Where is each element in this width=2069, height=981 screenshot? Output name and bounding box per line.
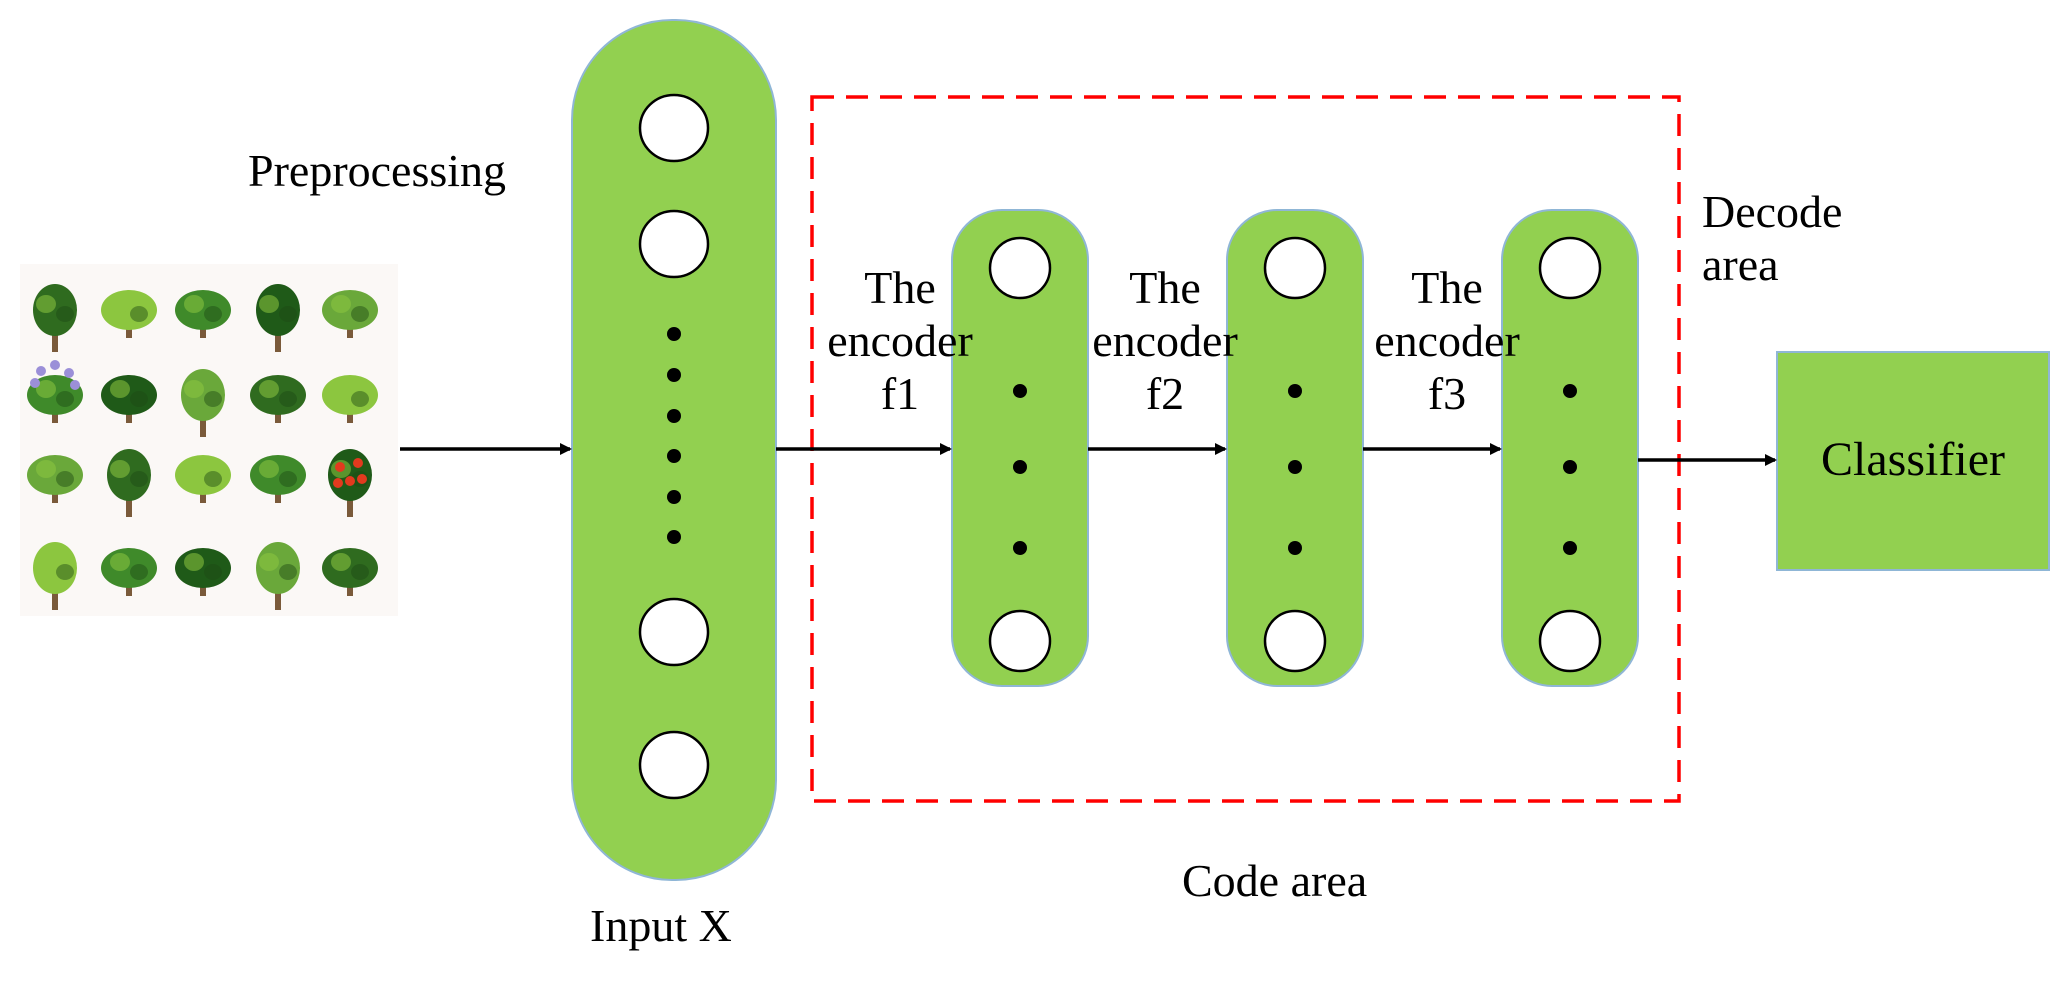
plant-thumbnail-icon: [256, 284, 300, 352]
encoder-label-line: f3: [1427, 367, 1467, 419]
ellipsis-dots-icon: [667, 327, 681, 341]
plant-thumbnail-icon: [175, 548, 231, 596]
ellipsis-dots-icon: [667, 368, 681, 382]
neuron-icon: [1263, 236, 1327, 300]
preprocessing-label: Preprocessing: [248, 145, 507, 196]
plant-thumbnail-icon: [256, 542, 300, 610]
encoder-layer-3: [1501, 209, 1639, 687]
plant-thumbnail-icon: [181, 369, 225, 437]
decode-area-label: Decode area: [1702, 186, 1842, 292]
encoder-label-line: encoder: [827, 314, 973, 366]
plant-thumbnail-icon: [322, 375, 378, 423]
plant-thumbnail-icon: [101, 375, 157, 423]
plant-thumbnail-icon: [27, 360, 83, 423]
neuron-icon: [1263, 609, 1327, 673]
plant-thumbnail-icon: [101, 290, 157, 338]
neuron-icon: [638, 597, 710, 667]
encoder-label-line: f2: [1145, 367, 1185, 419]
encoder-label-line: encoder: [1374, 314, 1520, 366]
plant-thumbnail-icon: [250, 455, 306, 503]
encoder-label-line: encoder: [1092, 314, 1238, 366]
neuron-icon: [1538, 236, 1602, 300]
ellipsis-dots-icon: [1563, 541, 1577, 555]
ellipsis-dots-icon: [1013, 384, 1027, 398]
input-layer-neurons: [638, 93, 710, 800]
neuron-icon: [988, 609, 1052, 673]
neuron-icon: [638, 209, 710, 279]
ellipsis-dots-icon: [667, 530, 681, 544]
neuron-icon: [988, 236, 1052, 300]
decode-area-line: area: [1702, 238, 1779, 290]
ellipsis-dots-icon: [1013, 460, 1027, 474]
plant-thumbnail-icon: [175, 290, 231, 338]
encoder-label-line: f1: [880, 367, 920, 419]
ellipsis-dots-icon: [1563, 460, 1577, 474]
neuron-icon: [1538, 609, 1602, 673]
plant-thumbnail-icon: [322, 290, 378, 338]
encoder-label-line: The: [864, 262, 936, 313]
encoder-label-f1: The encoder f1: [815, 262, 985, 421]
decode-area-line: Decode: [1702, 186, 1843, 237]
classifier-box: [1776, 351, 2050, 571]
encoder-label-f2: The encoder f2: [1080, 262, 1250, 421]
plant-thumbnail-icon: [27, 455, 83, 503]
ellipsis-dots-icon: [1288, 541, 1302, 555]
ellipsis-dots-icon: [1288, 384, 1302, 398]
encoder-label-f3: The encoder f3: [1362, 262, 1532, 421]
code-area-label: Code area: [1182, 855, 1368, 906]
ellipsis-dots-icon: [1013, 541, 1027, 555]
ellipsis-dots-icon: [1288, 460, 1302, 474]
neuron-icon: [638, 730, 710, 800]
plant-thumbnail-icon: [250, 375, 306, 423]
plant-thumbnail-icon: [33, 284, 77, 352]
ellipsis-dots-icon: [1563, 384, 1577, 398]
neuron-icon: [638, 93, 710, 163]
plant-thumbnail-icon: [101, 548, 157, 596]
plant-thumbnail-icon: [33, 542, 77, 610]
plant-thumbnail-icon: [107, 449, 151, 517]
plant-thumbnail-icon: [322, 548, 378, 596]
plant-image-grid: [20, 264, 398, 616]
plant-thumbnail-icon: [175, 455, 231, 503]
input-x-label: Input X: [590, 900, 732, 951]
ellipsis-dots-icon: [667, 449, 681, 463]
encoder-neurons: [988, 236, 1602, 673]
encoder-label-line: The: [1411, 262, 1483, 313]
classifier-label: Classifier: [1821, 433, 2005, 486]
plant-thumbnail-icon: [328, 449, 372, 517]
ellipsis-dots-icon: [667, 490, 681, 504]
ellipsis-dots-icon: [667, 409, 681, 423]
encoder-label-line: The: [1129, 262, 1201, 313]
